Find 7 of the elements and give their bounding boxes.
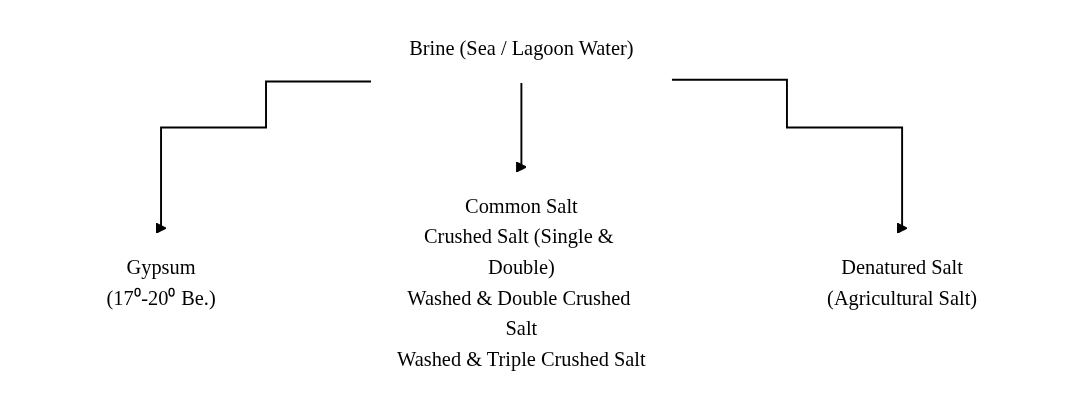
node-text: Gypsum (17⁰-20⁰ Be.) [106,255,216,308]
node-text: Brine (Sea / Lagoon Water) [409,36,634,59]
arrow [155,80,373,234]
node-text: Denatured Salt (Agricultural Salt) [827,255,978,308]
node-text: Common Salt Crushed Salt (Single & Double) Washed & Double Crushed Salt Washed & Triple Crushed Salt [397,194,646,370]
arrow [671,78,908,234]
arrow [516,81,528,173]
